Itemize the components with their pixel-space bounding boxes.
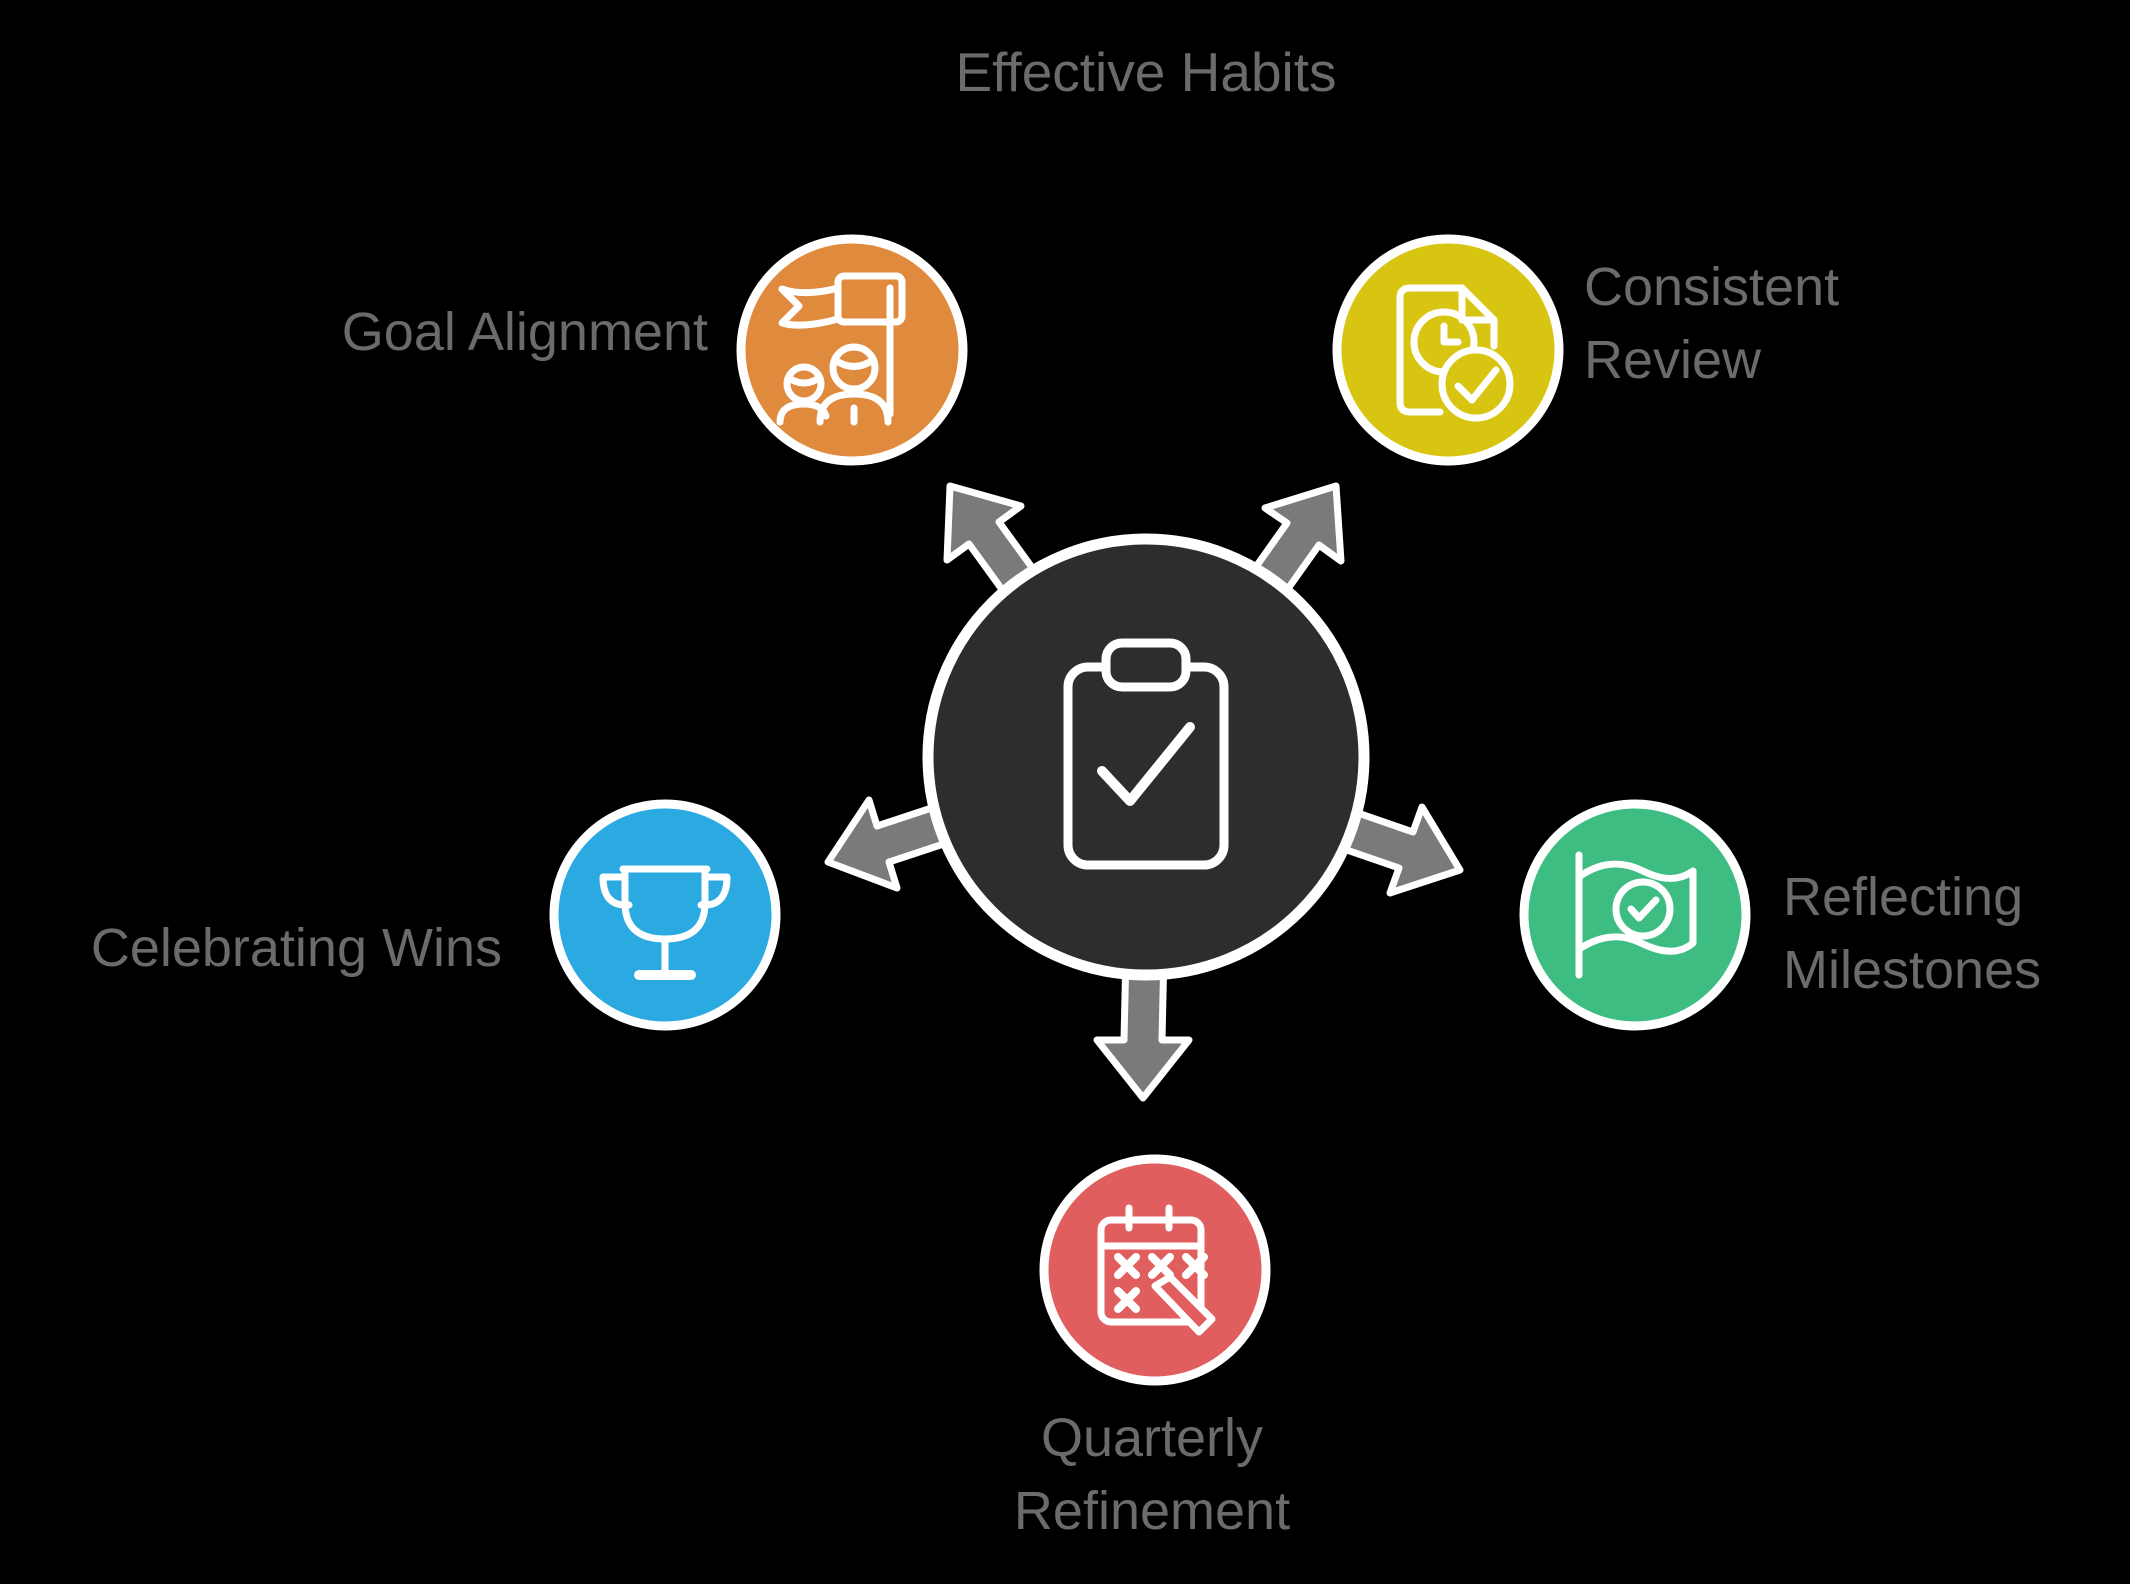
celebrating-wins-node [549, 799, 781, 1031]
celebrating-wins-circle [549, 799, 781, 1031]
reflecting-milestones-node [1519, 799, 1751, 1031]
calendar-edit-icon [1097, 1204, 1216, 1336]
celebrating-wins-label: Celebrating Wins [90, 918, 502, 978]
central-hub-circle [922, 533, 1370, 981]
quarterly-refinement-node [1039, 1154, 1271, 1386]
quarterly-refinement-label: Quarterly Refinement [1013, 1408, 1291, 1541]
central-hub-node [922, 533, 1370, 981]
consistent-review-node [1332, 234, 1564, 466]
goal-alignment-label: Goal Alignment [341, 302, 708, 362]
milestone-flag-check-icon [1575, 851, 1697, 979]
consistent-review-circle [1332, 234, 1564, 466]
consistent-review-label: Consistent Review [1584, 257, 1840, 390]
reflecting-milestones-label: Reflecting Milestones [1783, 867, 2042, 1000]
clipboard-check-icon [1063, 638, 1229, 870]
diagram-title: Effective Habits [955, 41, 1337, 103]
trophy-icon [599, 865, 731, 980]
team-goal-flag-icon [776, 272, 906, 426]
document-clock-check-icon [1396, 284, 1514, 422]
goal-alignment-node [736, 234, 968, 466]
